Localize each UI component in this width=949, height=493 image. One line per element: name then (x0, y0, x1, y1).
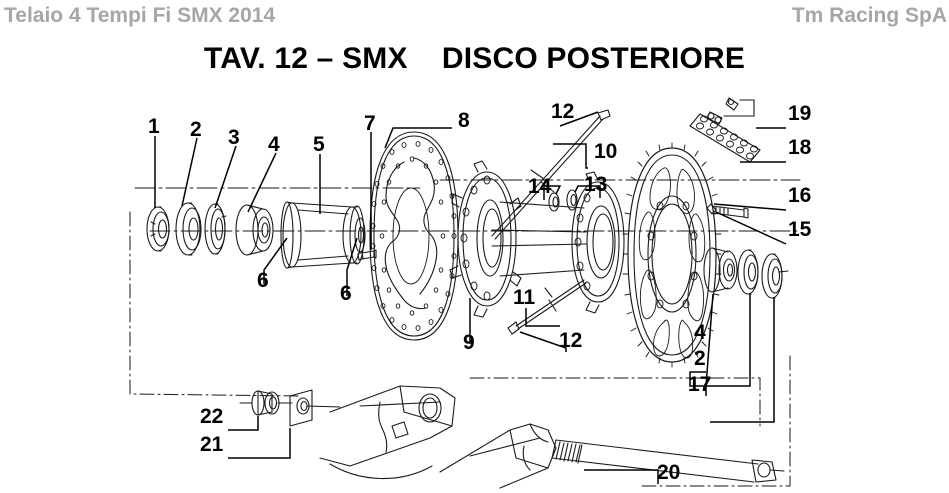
header-right-title: Tm Racing SpA (791, 4, 947, 27)
part-2-spacer-ring-right (737, 249, 759, 295)
callout-3: 3 (228, 126, 240, 149)
part-18-drive-chain (689, 113, 761, 163)
part-9-wheel-hub (449, 160, 587, 318)
sprocket-carrier (571, 171, 625, 314)
callout-11: 11 (513, 286, 536, 309)
callout-2-right: 2 (694, 347, 706, 370)
part-1-seal-ring (146, 206, 170, 252)
part-6-collar-right (349, 205, 366, 265)
callout-2: 2 (190, 118, 202, 141)
callout-10: 10 (594, 140, 618, 163)
leader-lines (154, 111, 787, 484)
part-10-chain-adjuster-rod (491, 109, 611, 240)
callout-4-right: 4 (694, 321, 706, 344)
diagram-svg (129, 97, 801, 489)
swingarm-right (439, 423, 557, 489)
part-16-rear-sprocket (622, 142, 722, 368)
callout-19: 19 (788, 102, 812, 125)
part-11-spoke-nipple (507, 279, 587, 335)
header-left-title: Telaio 4 Tempi Fi SMX 2014 (4, 4, 276, 27)
reference-box-left (129, 211, 301, 397)
callout-12-upper: 12 (551, 100, 575, 123)
part-14-washer-small (548, 192, 560, 212)
part-7-disc-bolt (357, 249, 377, 261)
reference-box-right (639, 355, 791, 487)
part-13-nut-small (566, 189, 578, 211)
part-2-spacer-ring (175, 202, 202, 256)
callout-13: 13 (584, 173, 608, 196)
part-19-chain-master-link (706, 97, 755, 125)
part-21-chain-adjuster-block (289, 389, 341, 427)
part-22-adjuster-nut (239, 390, 293, 416)
part-15-sprocket-bolt (706, 203, 749, 219)
callout-20: 20 (657, 461, 681, 484)
part-4-bearing-left (235, 204, 274, 256)
callout-12-lower: 12 (559, 329, 583, 352)
part-17-bearing-outer (761, 253, 789, 299)
reference-box-lower (469, 377, 761, 427)
callout-14: 14 (528, 175, 552, 198)
part-4-bearing-right (703, 247, 738, 293)
callout-1: 1 (148, 115, 160, 138)
callout-21: 21 (200, 433, 224, 456)
callout-18: 18 (788, 136, 812, 159)
callout-7: 7 (364, 112, 376, 135)
callout-9: 9 (463, 331, 475, 354)
callout-5: 5 (313, 133, 325, 156)
callout-16: 16 (788, 184, 812, 207)
part-3-snap-ring (204, 203, 227, 255)
callout-8: 8 (458, 109, 470, 132)
callout-6-left: 6 (257, 269, 269, 292)
part-8-brake-disc-rotor (369, 131, 459, 341)
callout-6-right: 6 (340, 282, 352, 305)
swingarm-left (319, 385, 456, 480)
callout-17: 17 (688, 373, 712, 396)
part-5-axle-sleeve (282, 202, 362, 268)
exploded-diagram-canvas (0, 86, 949, 493)
page-title: TAV. 12 – SMX DISCO POSTERIORE (203, 42, 746, 75)
callout-15: 15 (788, 218, 812, 241)
callout-22: 22 (200, 405, 224, 428)
part-6-collar-left (280, 201, 294, 269)
callout-4: 4 (268, 133, 280, 156)
